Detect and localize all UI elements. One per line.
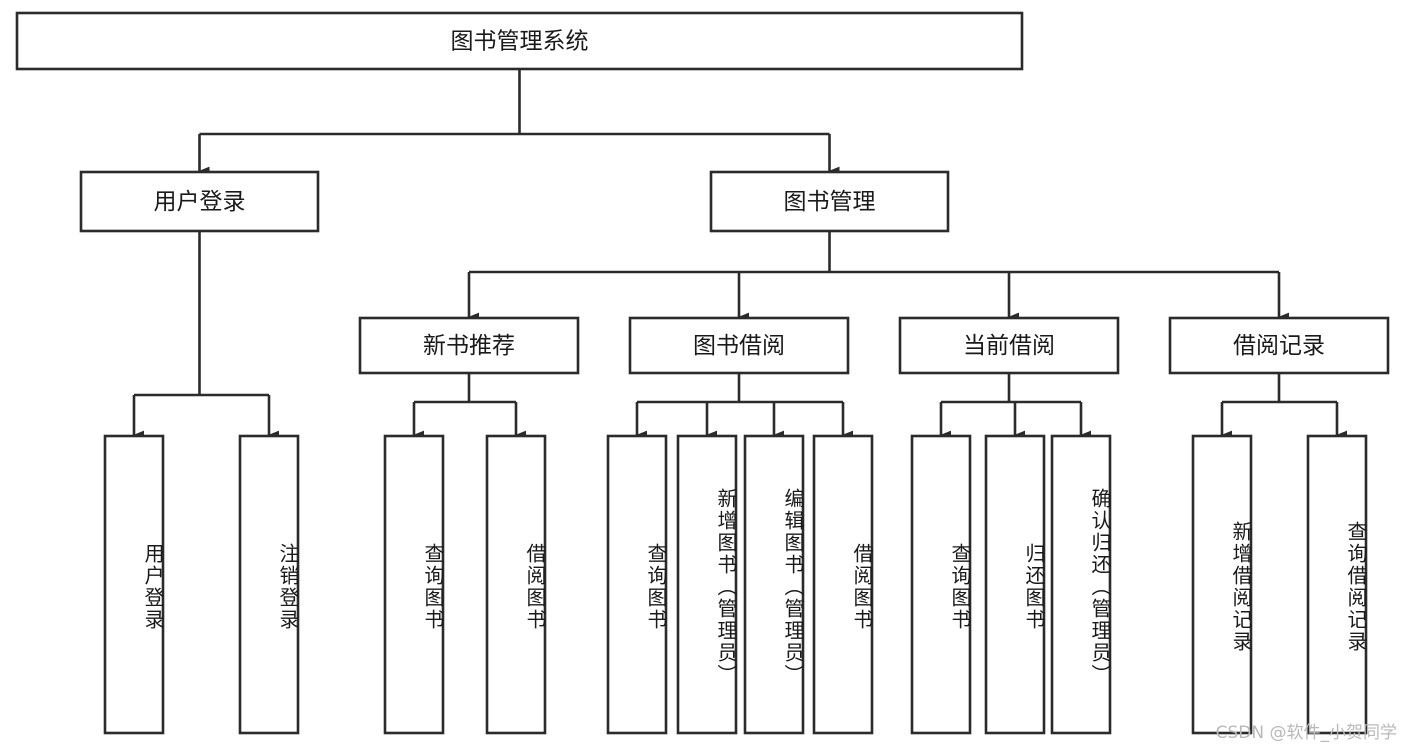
- root-node[interactable]: [15, 11, 1024, 71]
- leaf-node-leaf-bb-query[interactable]: [606, 434, 668, 735]
- node-book-mgmt[interactable]: [709, 170, 950, 233]
- leaf-node-leaf-bb-add[interactable]: [676, 434, 738, 735]
- leaf-node-leaf-cb-return[interactable]: [984, 434, 1046, 735]
- leaf-node-leaf-br-add[interactable]: [1191, 434, 1253, 735]
- leaf-node-leaf-user-logout[interactable]: [238, 434, 300, 735]
- node-user-login[interactable]: [79, 170, 320, 233]
- leaf-node-leaf-user-login[interactable]: [103, 434, 165, 735]
- watermark-credit: CSDN @软件_小贺同学: [1215, 723, 1397, 743]
- leaf-node-leaf-rec-query[interactable]: [383, 434, 445, 735]
- node-label-new-book-rec: 新书推荐: [423, 333, 515, 359]
- node-label-book-mgmt: 图书管理: [784, 189, 876, 215]
- node-new-book-rec[interactable]: [358, 316, 580, 375]
- node-label-current-borrow: 当前借阅: [963, 333, 1055, 359]
- node-book-borrow[interactable]: [628, 316, 850, 375]
- box-layer: [15, 11, 1390, 735]
- leaf-node-leaf-bb-edit[interactable]: [743, 434, 805, 735]
- connector-layer: [132, 69, 1348, 440]
- leaf-node-leaf-rec-borrow[interactable]: [485, 434, 547, 735]
- node-label-user-login: 用户登录: [154, 189, 246, 215]
- node-current-borrow[interactable]: [898, 316, 1120, 375]
- node-label-book-borrow: 图书借阅: [693, 333, 785, 359]
- root-node-label: 图书管理系统: [451, 29, 589, 55]
- leaf-node-leaf-cb-query[interactable]: [910, 434, 972, 735]
- leaf-node-leaf-br-query[interactable]: [1306, 434, 1368, 735]
- node-borrow-record[interactable]: [1168, 316, 1390, 375]
- node-label-borrow-record: 借阅记录: [1233, 333, 1325, 359]
- leaf-node-leaf-cb-confirm[interactable]: [1050, 434, 1112, 735]
- leaf-node-leaf-bb-borrow[interactable]: [812, 434, 874, 735]
